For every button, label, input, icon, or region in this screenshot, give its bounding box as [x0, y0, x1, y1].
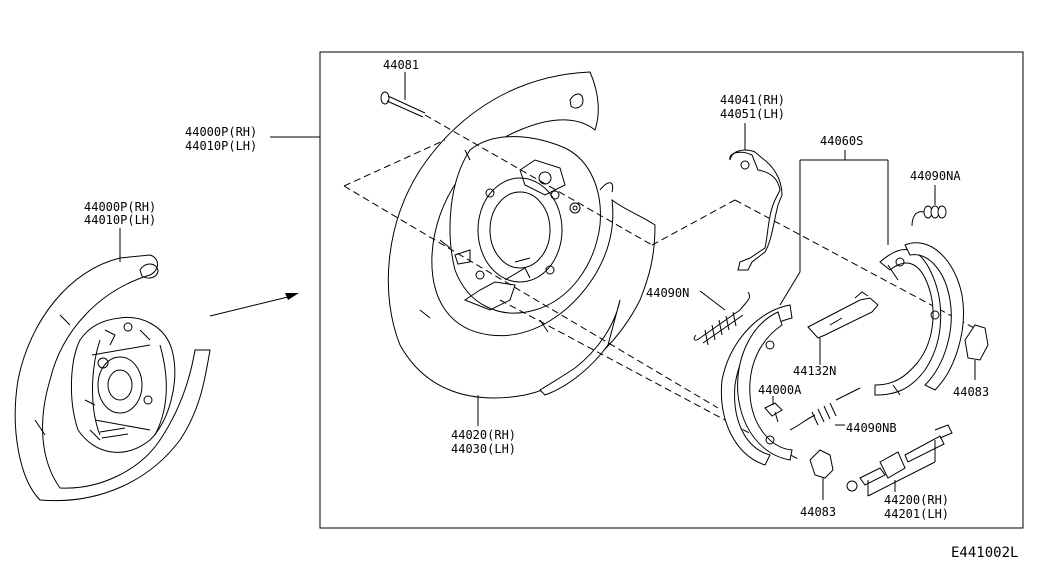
label-44090n: 44090N [646, 286, 689, 300]
label-44000a: 44000A [758, 383, 802, 397]
label-44090nb: 44090NB [846, 421, 897, 435]
leader-bracket-44060s [779, 150, 889, 306]
label-44201-lh: 44201(LH) [884, 507, 949, 521]
label-44010p-main-lh: 44010P(LH) [185, 139, 257, 153]
label-44083-right: 44083 [953, 385, 989, 399]
clip-44083-bottom-icon [809, 449, 834, 479]
label-44081: 44081 [383, 58, 419, 72]
adjuster-44200-icon [846, 424, 953, 492]
label-44020-rh: 44020(RH) [451, 428, 516, 442]
label-44010p-small-lh: 44010P(LH) [84, 213, 156, 227]
diagram-code: E441002L [951, 545, 1018, 561]
bolt-44000a-icon [764, 402, 783, 423]
arrow-right-icon [209, 293, 299, 317]
label-44060s: 44060S [820, 134, 863, 148]
backing-plate-assembly-icon [14, 254, 211, 502]
label-44041-rh: 44041(RH) [720, 93, 785, 107]
leader-line-44090n [699, 290, 726, 311]
exploded-view-frame [319, 51, 1024, 529]
label-44030-lh: 44030(LH) [451, 442, 516, 456]
label-44090na: 44090NA [910, 169, 961, 183]
spring-44090na-icon [911, 205, 947, 227]
label-44000p-main-rh: 44000P(RH) [185, 125, 257, 139]
spring-44090nb-icon [789, 387, 861, 431]
label-44051-lh: 44051(LH) [720, 107, 785, 121]
brake-shoe-icon [874, 242, 964, 396]
parking-lever-icon [729, 149, 783, 271]
strut-44132n-icon [807, 291, 879, 339]
label-44083-bottom: 44083 [800, 505, 836, 519]
label-44000p-small-rh: 44000P(RH) [84, 200, 156, 214]
label-44200-rh: 44200(RH) [884, 493, 949, 507]
spring-44090n-icon [693, 291, 751, 346]
label-44132n: 44132N [793, 364, 836, 378]
pin-44081-icon [380, 91, 426, 118]
assembly-dashed-lines [343, 114, 979, 461]
leader-bracket-44200 [867, 440, 936, 497]
brake-shoe-lower-icon [720, 304, 793, 466]
dust-shield-icon [387, 71, 656, 399]
clip-44083-right-icon [964, 324, 989, 361]
